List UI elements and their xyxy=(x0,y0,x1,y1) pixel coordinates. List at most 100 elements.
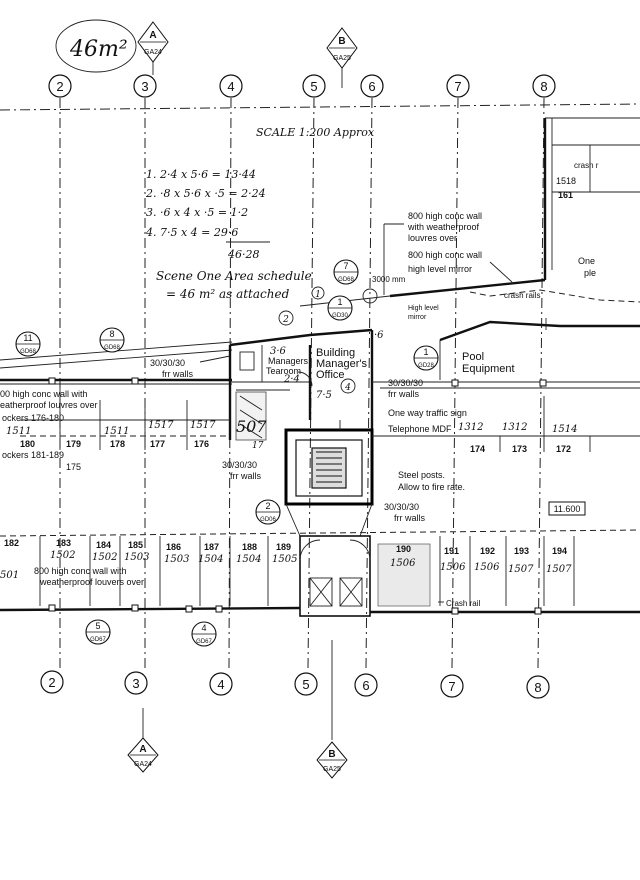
grid-label: 2 xyxy=(56,79,63,94)
section-sheet: GA25 xyxy=(323,766,341,773)
bay-label: 1503 xyxy=(124,552,149,563)
level-box xyxy=(548,501,586,516)
bay-number: 173 xyxy=(512,444,527,454)
bay-number: 176 xyxy=(194,439,209,449)
note-text: frr walls xyxy=(162,369,193,379)
bay-number: 161 xyxy=(558,190,573,200)
bay-label: 1504 xyxy=(198,554,223,565)
bay-number: 191 xyxy=(444,546,459,556)
callout-num: 2 xyxy=(265,501,270,511)
hand-room-number: 17 xyxy=(252,441,264,451)
note-text: 30/30/30 xyxy=(150,358,185,368)
section-letter: B xyxy=(338,36,345,47)
bay-number: 185 xyxy=(128,540,143,550)
mirror-symbol xyxy=(362,288,378,304)
section-letter: B xyxy=(328,749,335,760)
detail-callout: 8 GD68 xyxy=(99,327,125,353)
level-value: 11.600 xyxy=(554,504,581,514)
bay-label: 1505 xyxy=(272,554,297,565)
calc-total: 46·28 xyxy=(227,248,260,261)
area-corner-note: 46m² xyxy=(69,37,128,62)
hand-dimension: ·6 xyxy=(374,330,384,341)
grid-label: 4 xyxy=(227,79,234,94)
bay-number: 186 xyxy=(166,542,181,552)
schedule-note: Scene One Area schedule xyxy=(156,269,312,283)
lockers-note: ockers 181-189 xyxy=(2,450,64,460)
bay-number: 172 xyxy=(556,444,571,454)
note-text: ple xyxy=(584,268,596,278)
bay-label: 1517 xyxy=(190,420,216,431)
note-text: Telephone MDF xyxy=(388,424,452,434)
grid-bubbles-bottom: 2 3 4 5 6 7 8 xyxy=(40,670,550,699)
bay-label: 501 xyxy=(0,570,19,581)
bay-number: 188 xyxy=(242,542,257,552)
callout-num: 11 xyxy=(23,333,32,343)
note-text: 800 high conc wall xyxy=(408,250,482,260)
bay-label: 1312 xyxy=(458,422,483,433)
upper-bay-row xyxy=(20,388,640,452)
area-circle xyxy=(55,19,137,73)
bay-number: 1518 xyxy=(556,176,576,186)
note-text: eatherproof louvres over xyxy=(0,400,98,410)
bay-number: 178 xyxy=(110,439,125,449)
callout-sheet: GD06 xyxy=(260,517,276,523)
bay-label: 1503 xyxy=(164,554,189,565)
calc-line: 1. 2·4 x 5·6 = 13·44 xyxy=(146,168,256,181)
detail-callout: 1 GD28 xyxy=(413,345,439,371)
bay-number: 193 xyxy=(514,546,529,556)
section-sheet: GA24 xyxy=(134,761,152,768)
calc-line: 3. ·6 x 4 x ·5 = 1·2 xyxy=(146,206,248,219)
section-letter: A xyxy=(139,744,146,755)
callout-sheet: GD68 xyxy=(338,277,354,283)
note-text: 00 high conc wall with xyxy=(0,389,88,399)
bay-number: 194 xyxy=(552,546,567,556)
grid-label: 7 xyxy=(454,79,461,94)
grid-label: 5 xyxy=(302,677,309,692)
lockers-number: 175 xyxy=(66,462,81,472)
note-text: High level xyxy=(408,305,439,312)
note-text: One xyxy=(578,256,595,266)
note-text: Allow to fire rate. xyxy=(398,482,465,492)
room-label: Office xyxy=(316,369,345,381)
note-text: 800 high conc wall with xyxy=(34,566,127,576)
note-text: louvres over xyxy=(408,233,457,243)
callout-sheet: GD67 xyxy=(196,639,212,645)
schedule-note: = 46 m² as attached xyxy=(166,287,290,301)
bay-number: 189 xyxy=(276,542,291,552)
pool-equipment-room xyxy=(372,318,640,389)
hand-dimension: 3·6 xyxy=(270,346,287,357)
crash-note: crash r xyxy=(574,161,599,170)
section-letter: A xyxy=(149,30,156,41)
callout-num: 7 xyxy=(343,261,348,271)
note-text: with weatherproof xyxy=(407,222,480,232)
scale-note: SCALE 1:200 Approx xyxy=(256,126,375,139)
grid-label: 3 xyxy=(132,676,139,691)
callout-num: 1 xyxy=(423,347,428,357)
bay-label: 1506 xyxy=(474,562,500,573)
section-marker-b-bottom: B GA25 xyxy=(316,640,348,779)
dimension-text: 3000 mm xyxy=(372,275,406,284)
bay-number: 190 xyxy=(396,544,411,554)
callout-sheet: GD67 xyxy=(90,637,106,643)
grid-label: 6 xyxy=(362,678,369,693)
bay-number: 182 xyxy=(4,538,19,548)
bay-label: 1507 xyxy=(508,564,534,575)
room-label: Tearoom xyxy=(266,366,301,376)
note-text: frr walls xyxy=(388,389,419,399)
section-marker-a-bottom: A GA24 xyxy=(127,708,159,773)
section-marker-b-top: B GA25 xyxy=(326,27,358,88)
detail-callout: 2 GD06 xyxy=(255,499,281,525)
bay-label: 1502 xyxy=(92,552,117,563)
bay-label: 1517 xyxy=(148,420,174,431)
stair-core xyxy=(284,420,374,537)
room-label: Pool xyxy=(462,351,484,363)
room-label: Manager's xyxy=(316,358,368,370)
room-label: Building xyxy=(316,347,355,359)
detail-callout: 5 GD67 xyxy=(85,619,111,645)
grid-label: 6 xyxy=(368,79,375,94)
bay-label: 1511 xyxy=(104,426,129,437)
note-text: frr walls xyxy=(394,513,425,523)
callout-sheet: GD68 xyxy=(104,345,120,351)
bay-number: 177 xyxy=(150,439,165,449)
